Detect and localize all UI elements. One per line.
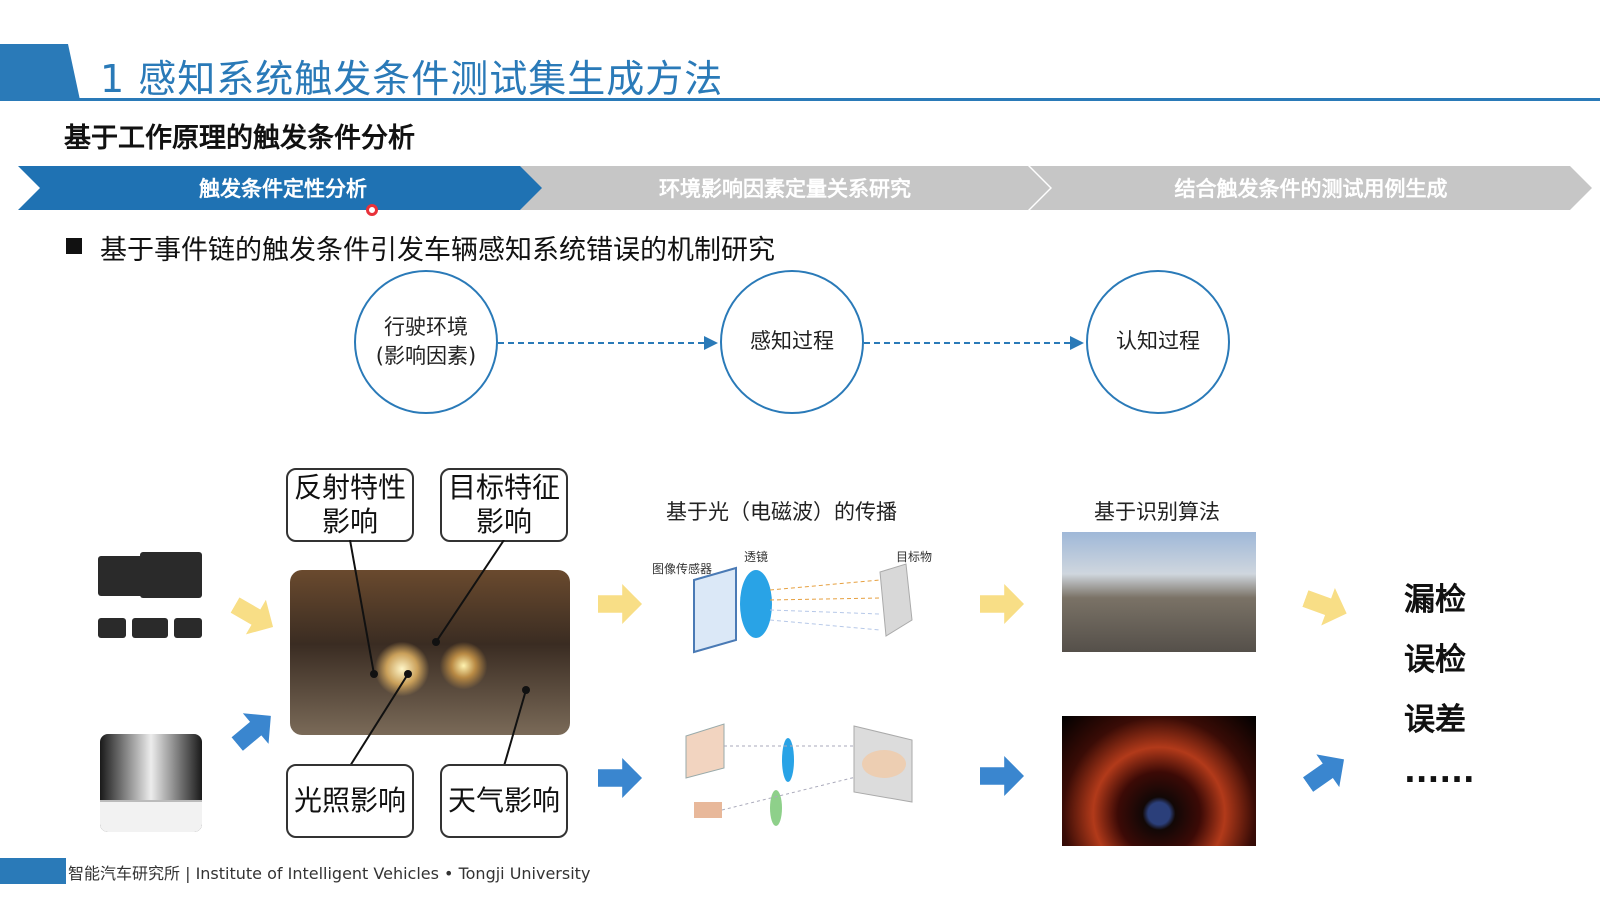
flow-connector bbox=[864, 342, 1070, 344]
flow-node-environment: 行驶环境 (影响因素) bbox=[354, 270, 498, 414]
pointer-cursor-icon bbox=[366, 204, 378, 216]
lidar-base-decoration bbox=[100, 800, 202, 832]
page-title: 1 感知系统触发条件测试集生成方法 bbox=[100, 57, 724, 101]
step-testcase-generation: 结合触发条件的测试用例生成 bbox=[1030, 166, 1592, 210]
factor-label: 反射特性 bbox=[293, 471, 406, 505]
node-label: 认知过程 bbox=[1116, 329, 1200, 354]
camera-optics-diagram bbox=[693, 563, 913, 654]
flow-node-perception: 感知过程 bbox=[720, 270, 864, 414]
factor-label-sub: 影响 bbox=[321, 505, 378, 538]
factor-label: 目标特征 bbox=[447, 471, 560, 505]
caption-propagation: 基于光（电磁波）的传播 bbox=[666, 500, 897, 524]
arrow-blue-icon bbox=[980, 756, 1024, 796]
factor-target-feature: 目标特征 影响 bbox=[440, 468, 568, 542]
camera-icon bbox=[174, 618, 202, 638]
lidar-optics-diagram bbox=[685, 723, 913, 826]
lidar-pointcloud-image bbox=[1062, 716, 1256, 846]
outcome-missed-detection: 漏检 bbox=[1404, 582, 1466, 618]
night-rain-scene-image bbox=[290, 570, 570, 735]
node-label: 感知过程 bbox=[750, 329, 834, 354]
arrow-blue-icon bbox=[598, 758, 642, 798]
arrow-yellow-icon bbox=[1298, 580, 1353, 633]
optics-label-lens: 透镜 bbox=[744, 550, 769, 564]
bullet-text: 基于事件链的触发条件引发车辆感知系统错误的机制研究 bbox=[100, 235, 775, 266]
institute-logo bbox=[0, 858, 66, 884]
camera-icon bbox=[98, 618, 126, 638]
factor-label: 天气影响 bbox=[447, 784, 560, 818]
title-tab-decoration bbox=[0, 44, 80, 100]
step-label: 环境影响因素定量关系研究 bbox=[659, 177, 911, 201]
flow-connector bbox=[498, 342, 704, 344]
arrow-blue-icon bbox=[224, 701, 283, 760]
node-label: 行驶环境 bbox=[384, 314, 468, 339]
step-qualitative-analysis: 触发条件定性分析 bbox=[18, 166, 548, 210]
footer-text: 智能汽车研究所 | Institute of Intelligent Vehic… bbox=[68, 864, 591, 883]
step-label: 结合触发条件的测试用例生成 bbox=[1174, 177, 1448, 201]
street-scene-image bbox=[1062, 532, 1256, 652]
outcome-error: 误差 bbox=[1404, 702, 1466, 738]
arrow-blue-icon bbox=[1297, 743, 1356, 801]
arrow-yellow-icon bbox=[598, 584, 642, 624]
arrow-right-icon bbox=[1070, 336, 1084, 350]
square-bullet-icon bbox=[66, 238, 82, 254]
title-divider bbox=[0, 98, 1600, 101]
factor-label-sub: 影响 bbox=[475, 505, 532, 538]
step-quantitative-research: 环境影响因素定量关系研究 bbox=[520, 166, 1050, 210]
camera-icon bbox=[132, 618, 168, 638]
node-label-sub: (影响因素) bbox=[375, 344, 477, 368]
step-label: 触发条件定性分析 bbox=[199, 177, 367, 201]
outcome-more: ...... bbox=[1404, 754, 1475, 790]
optics-label-target: 目标物 bbox=[896, 550, 933, 564]
camera-icon bbox=[140, 552, 202, 598]
optics-label-sensor: 图像传感器 bbox=[652, 562, 713, 576]
camera-icon bbox=[98, 556, 146, 596]
section-subtitle: 基于工作原理的触发条件分析 bbox=[64, 123, 415, 154]
flow-node-cognition: 认知过程 bbox=[1086, 270, 1230, 414]
arrow-yellow-icon bbox=[225, 588, 283, 645]
factor-reflectivity: 反射特性 影响 bbox=[286, 468, 414, 542]
factor-connector-lines bbox=[349, 540, 530, 767]
factor-lighting: 光照影响 bbox=[286, 764, 414, 838]
caption-recognition: 基于识别算法 bbox=[1094, 500, 1220, 524]
factor-label: 光照影响 bbox=[293, 784, 406, 818]
arrow-yellow-icon bbox=[980, 584, 1024, 624]
factor-weather: 天气影响 bbox=[440, 764, 568, 838]
arrow-right-icon bbox=[704, 336, 718, 350]
outcome-false-detection: 误检 bbox=[1404, 642, 1466, 678]
